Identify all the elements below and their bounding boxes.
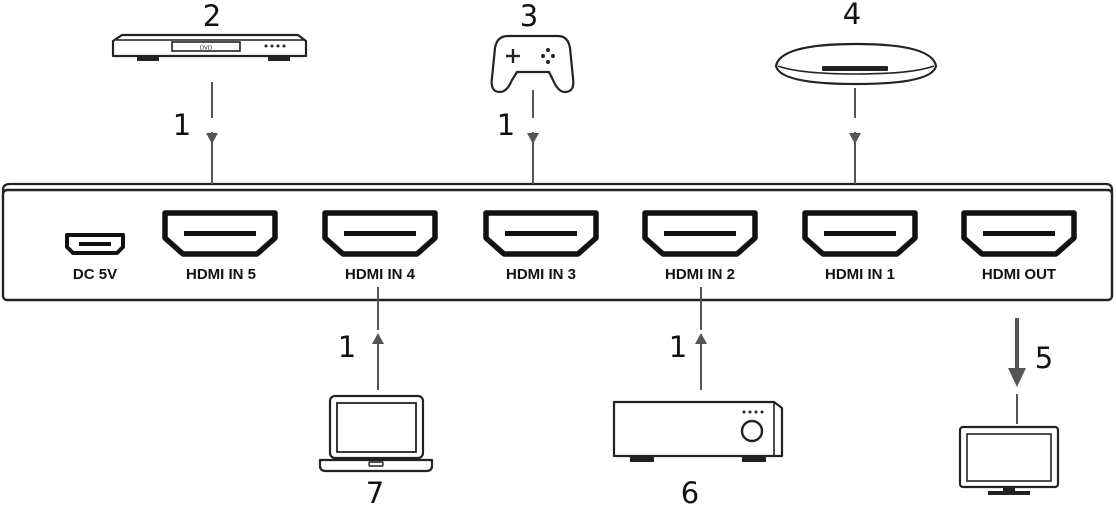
dvd-player-icon: DVD bbox=[111, 33, 308, 61]
callout-av-receiver: 6 bbox=[681, 476, 699, 505]
cable-to-hdmi-in-1 bbox=[849, 88, 861, 184]
micro-usb-port-icon bbox=[65, 233, 125, 255]
hdmi-port-icon bbox=[961, 210, 1077, 257]
hdmi-port-icon bbox=[322, 210, 438, 257]
hdmi-port-icon bbox=[802, 210, 918, 257]
streaming-box-icon bbox=[774, 42, 938, 86]
hdmi-out-label: HDMI OUT bbox=[982, 266, 1056, 283]
cable-to-hdmi-in-3 bbox=[527, 90, 539, 184]
callout-cable-1: 1 bbox=[497, 108, 515, 142]
dc-port-label: DC 5V bbox=[73, 266, 117, 283]
dvd-slot-label: DVD bbox=[200, 46, 212, 52]
hdmi-port-icon bbox=[642, 210, 758, 257]
cable-from-hdmi-out bbox=[1008, 318, 1026, 424]
cable-to-hdmi-in-5 bbox=[206, 82, 218, 184]
hdmi-port-icon bbox=[162, 210, 278, 257]
cable-to-hdmi-in-2 bbox=[695, 287, 707, 390]
callout-cable-1: 1 bbox=[669, 330, 687, 364]
callout-output-cable: 5 bbox=[1035, 341, 1053, 375]
av-receiver-icon bbox=[612, 400, 784, 462]
callout-laptop: 7 bbox=[366, 476, 384, 505]
game-controller-icon bbox=[490, 34, 575, 94]
cable-to-hdmi-in-4 bbox=[372, 287, 384, 390]
hdmi-in-5-label: HDMI IN 5 bbox=[186, 266, 256, 283]
tv-monitor-icon bbox=[958, 425, 1060, 495]
callout-cable-1: 1 bbox=[338, 330, 356, 364]
callout-game-controller: 3 bbox=[520, 0, 538, 33]
laptop-icon bbox=[318, 394, 434, 473]
hdmi-in-1-label: HDMI IN 1 bbox=[825, 266, 895, 283]
hdmi-port-icon bbox=[483, 210, 599, 257]
hdmi-in-4-label: HDMI IN 4 bbox=[345, 266, 416, 283]
hdmi-in-3-label: HDMI IN 3 bbox=[506, 266, 576, 283]
callout-dvd-player: 2 bbox=[203, 0, 221, 33]
hdmi-in-2-label: HDMI IN 2 bbox=[665, 266, 735, 283]
callout-streaming-device: 4 bbox=[843, 0, 861, 31]
callout-cable-1: 1 bbox=[173, 108, 191, 142]
